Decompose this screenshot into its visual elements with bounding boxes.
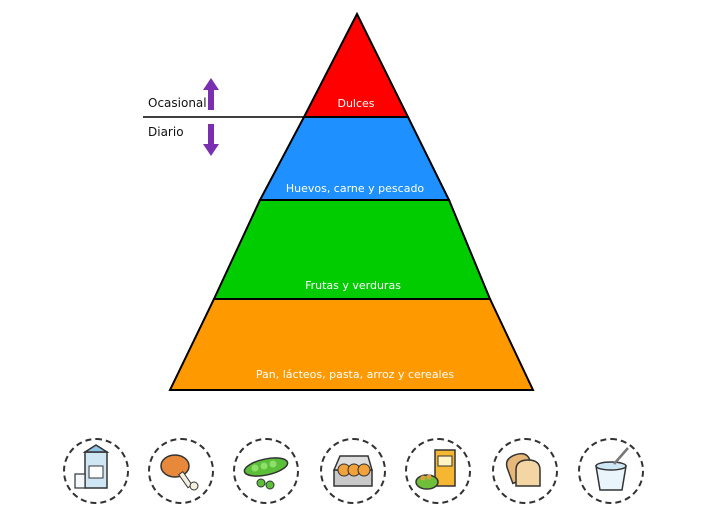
- level-label-proteinas: Huevos, carne y pescado: [285, 182, 425, 195]
- milk-carton-icon: [63, 438, 129, 504]
- down-arrow-icon: [203, 124, 219, 156]
- bread-slices-icon: [492, 438, 558, 504]
- peas-icon: [233, 438, 299, 504]
- egg-carton-icon: [320, 438, 386, 504]
- occasional-label: Ocasional: [148, 96, 207, 110]
- level-label-dulces: Dulces: [337, 97, 375, 110]
- yogurt-icon: [578, 438, 644, 504]
- level-label-frutas: Frutas y verduras: [305, 279, 401, 292]
- chicken-leg-icon: [148, 438, 214, 504]
- daily-label: Diario: [148, 125, 184, 139]
- juice-cereal-icon: [405, 438, 471, 504]
- level-label-cereales: Pan, lácteos, pasta, arroz y cereales: [255, 368, 455, 381]
- up-arrow-icon: [203, 78, 219, 110]
- pyramid-level-cereales: [168, 298, 535, 391]
